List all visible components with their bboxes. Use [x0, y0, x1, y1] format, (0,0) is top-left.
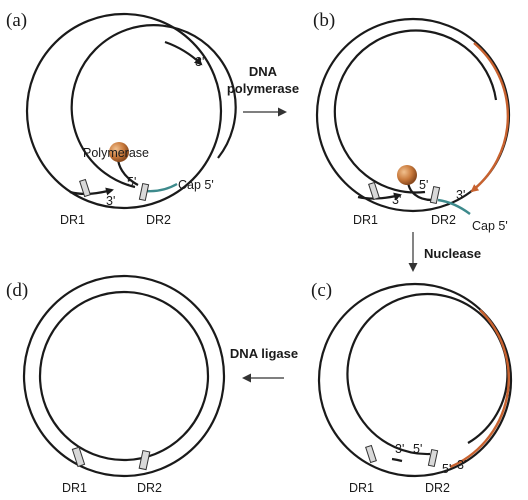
step-bc-label: Nuclease: [424, 246, 481, 261]
panel-b-dr1-label: DR1: [353, 213, 378, 227]
panel-a-dr1-marker: [79, 178, 91, 198]
panel-d-dr1-label: DR1: [62, 481, 87, 495]
panel-d-dr1-marker: [71, 446, 86, 468]
panel-b-letter: (b): [313, 10, 335, 31]
panel-a-rna-cap: [145, 182, 178, 193]
step-ab-label-line2: polymerase: [227, 81, 299, 96]
panel-b-3prime-left: 3': [392, 193, 401, 207]
panel-c-dr1-marker: [365, 444, 377, 464]
panel-c-3prime-b: 3': [457, 458, 466, 472]
panel-d-dr2-label: DR2: [137, 481, 162, 495]
panel-b-cap-label: Cap 5': [472, 219, 508, 233]
panel-a-3prime-top: 3': [195, 55, 204, 69]
panel-c-outer-strand: [317, 282, 513, 478]
step-ab-label-line1: DNA: [249, 64, 278, 79]
panel-c: (c) 3' 5' 5' 3' DR1 DR2: [311, 280, 513, 495]
panel-c-5prime-b: 5': [442, 462, 451, 476]
panel-a-outer-strand: [25, 12, 223, 210]
step-cd-label: DNA ligase: [230, 346, 298, 361]
panel-c-new-strand: [449, 309, 510, 469]
panel-d-dr2-marker: [138, 449, 151, 471]
panel-d-inner-strand: [38, 290, 210, 462]
panel-b-5prime: 5': [419, 178, 428, 192]
panel-b-dr1-marker: [368, 181, 380, 201]
panel-b-new-strand: [470, 42, 510, 193]
panel-c-letter: (c): [311, 280, 332, 301]
panel-b-rna-cap: [437, 198, 471, 215]
panel-b-polymerase: [397, 165, 417, 185]
panel-d-letter: (d): [6, 280, 28, 301]
panel-b-dr2-marker: [429, 185, 441, 205]
panel-a-3prime: 3': [106, 194, 115, 208]
panel-a-letter: (a): [6, 10, 27, 31]
panel-c-dr1-label: DR1: [349, 481, 374, 495]
panel-a-polymerase: [109, 142, 129, 162]
panel-d: (d) DR1 DR2: [6, 274, 226, 495]
panel-a-polymerase-label: Polymerase: [83, 146, 149, 160]
panel-a-dr1-label: DR1: [60, 213, 85, 227]
panel-b: (b) 5' 3' 3' Cap 5' DR1 DR2: [313, 10, 511, 233]
panel-a-cap-label: Cap 5': [178, 178, 214, 192]
panel-a-dr2-label: DR2: [146, 213, 171, 227]
panel-c-5prime-a: 5': [413, 442, 422, 456]
step-cd: DNA ligase: [230, 346, 298, 383]
panel-a-elongation-arrow: [164, 40, 203, 66]
panel-d-outer-strand: [22, 274, 226, 478]
panel-b-dr2-label: DR2: [431, 213, 456, 227]
panel-c-gap-left: [391, 457, 403, 463]
panel-b-3prime-right: 3': [456, 188, 465, 202]
panel-b-primer-arrow: [357, 192, 402, 201]
panel-a-primer-arrow: [69, 187, 114, 196]
panel-b-inner-strand: [333, 29, 498, 194]
step-bc: Nuclease: [408, 232, 481, 272]
panel-a-inner-strand: [70, 24, 237, 189]
panel-c-dr2-label: DR2: [425, 481, 450, 495]
panel-a-dr2-marker: [138, 182, 150, 202]
panel-c-inner-strand-left: [346, 293, 509, 456]
panel-a-5prime: 5': [127, 175, 136, 189]
panel-c-3prime-a: 3': [395, 442, 404, 456]
panel-a: (a) 3' Polymerase 5' 3' Cap 5' DR1 DR2: [6, 10, 237, 227]
step-ab: DNA polymerase: [227, 64, 299, 117]
panel-c-dr2-marker: [427, 448, 439, 468]
